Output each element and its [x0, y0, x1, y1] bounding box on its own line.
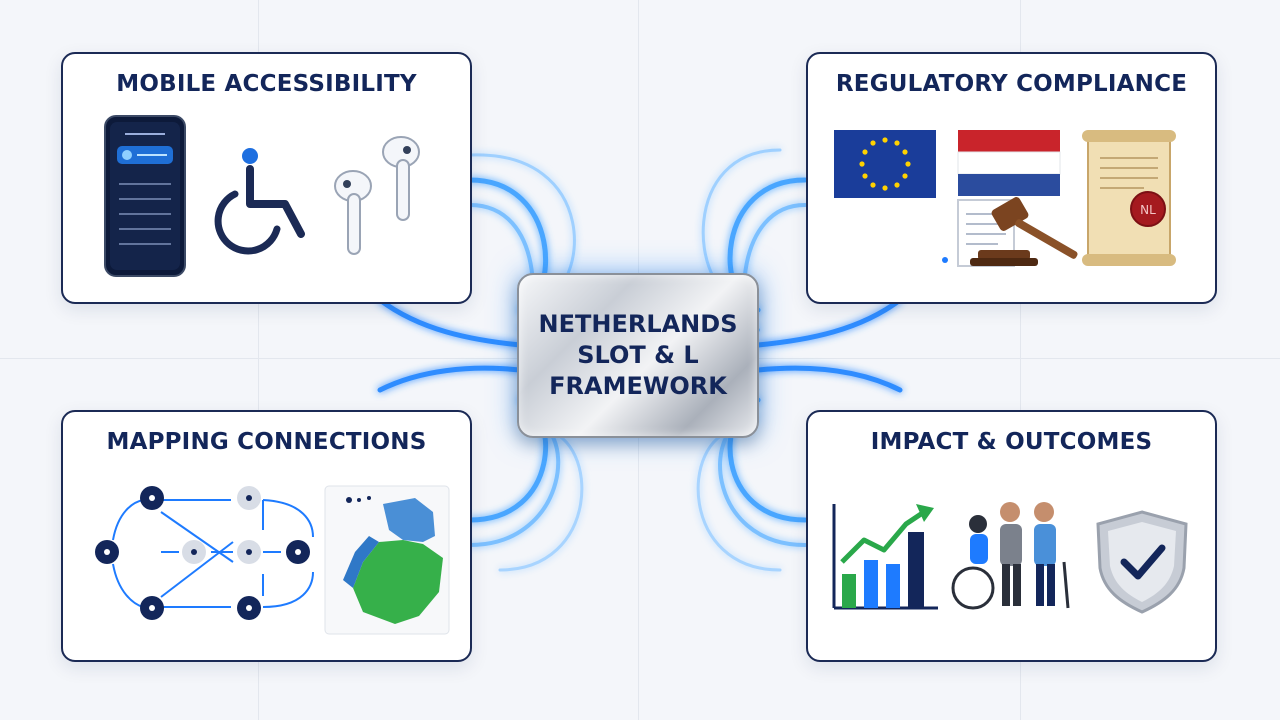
card-title: MAPPING CONNECTIONS: [106, 429, 427, 455]
flow-diagram-icon: [95, 486, 314, 620]
hub-title-line: NETHERLANDS: [538, 310, 738, 338]
shield-check-icon: [1096, 510, 1188, 614]
hub-title-line: FRAMEWORK: [549, 372, 727, 400]
card-impact-outcomes: IMPACT & OUTCOMES: [806, 410, 1217, 662]
card-regulatory-compliance: REGULATORY COMPLIANCE: [806, 52, 1217, 304]
card-title: IMPACT & OUTCOMES: [870, 429, 1153, 455]
card-art: [104, 115, 420, 277]
hub-title: NETHERLANDS SLOT & L FRAMEWORK: [539, 309, 738, 402]
card-title: MOBILE ACCESSIBILITY: [116, 71, 417, 97]
grid-line: [258, 0, 259, 720]
card-art: NL: [834, 130, 1176, 267]
earbuds-icon: [334, 136, 420, 255]
seal-label: NL: [1140, 203, 1156, 217]
netherlands-map-icon: [324, 485, 450, 635]
grid-line: [1020, 0, 1021, 720]
central-hub: NETHERLANDS SLOT & L FRAMEWORK: [517, 273, 759, 438]
wheelchair-icon: [214, 148, 305, 255]
smartphone-icon: [104, 115, 186, 277]
growth-chart-icon: [832, 504, 938, 610]
scroll-icon: [1082, 130, 1176, 266]
card-title: REGULATORY COMPLIANCE: [835, 71, 1188, 97]
card-art: [832, 502, 1188, 614]
card-mobile-accessibility: MOBILE ACCESSIBILITY: [61, 52, 472, 304]
card-mapping-connections: MAPPING CONNECTIONS: [61, 410, 472, 662]
gavel-icon: [970, 197, 1078, 266]
netherlands-flag-icon: [957, 130, 1061, 196]
eu-flag-icon: [834, 130, 936, 198]
people-icon: [951, 502, 1070, 610]
card-art: [95, 485, 450, 635]
hub-title-line: SLOT & L: [577, 341, 699, 369]
wax-seal-icon: NL: [1130, 191, 1166, 227]
